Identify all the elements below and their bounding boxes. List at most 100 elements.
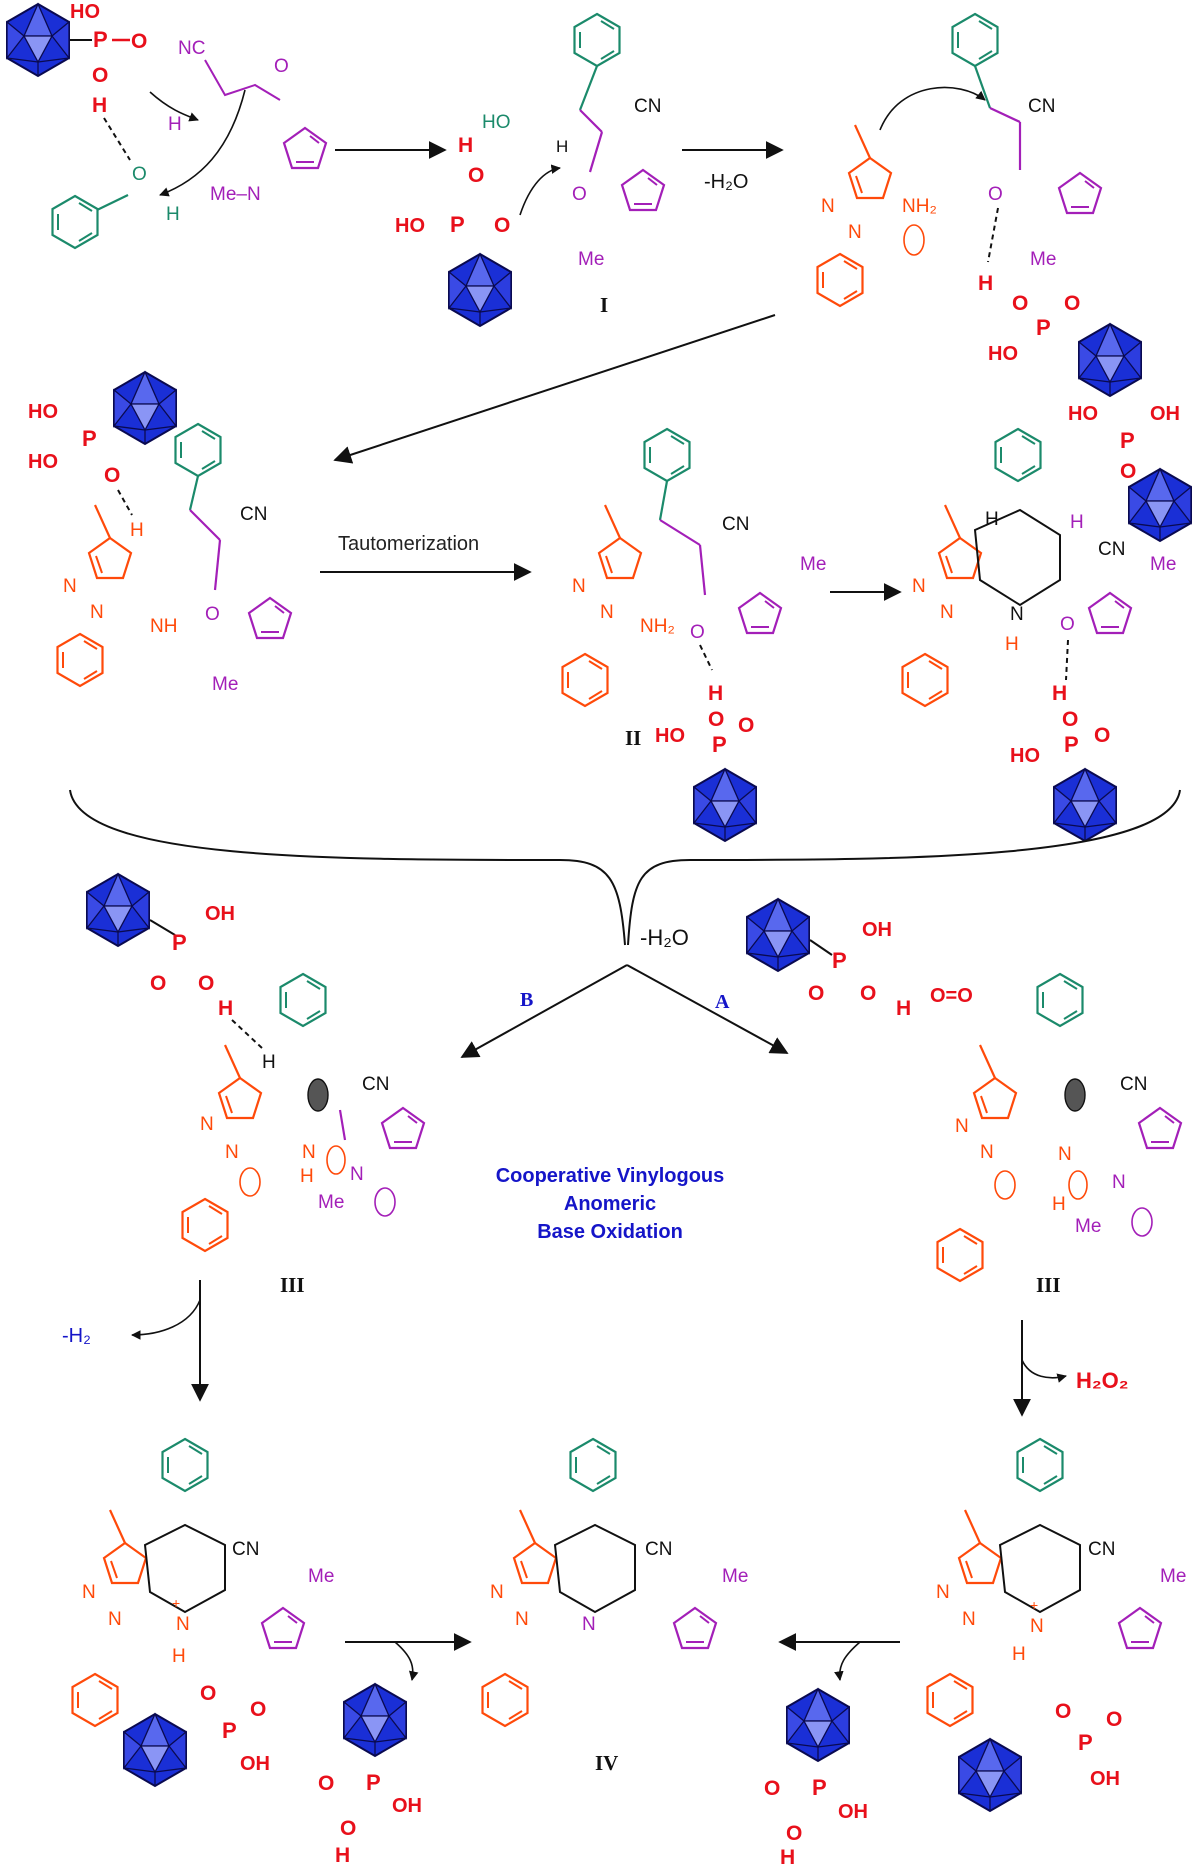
acid-h: H (1052, 682, 1067, 705)
ring-nh-h: H (1052, 1194, 1066, 1215)
acid-o-double: O (494, 214, 510, 237)
cyclized-me: Me (1150, 554, 1176, 575)
phenyl-ring (994, 427, 1042, 483)
n-phenyl-ring (56, 632, 104, 688)
n-phenyl-ring (181, 1197, 229, 1253)
acid-oh: OH (1090, 1768, 1120, 1790)
acid-h: H (218, 997, 233, 1020)
pyridinium-left-cn: CN (232, 1539, 259, 1560)
step1-catalyst-activation: HO P O O H NC H O Me–N O H (6, 1, 328, 250)
acid-o-double: O (808, 982, 824, 1005)
acid-o-double: O (131, 30, 147, 53)
acid-p: P (366, 1770, 381, 1795)
acid-p: P (1120, 428, 1135, 453)
pyrazole-n1: N (572, 576, 586, 597)
released-catalyst-right: P O OH O H (764, 1688, 868, 1868)
ring-nh-h: H (1012, 1644, 1026, 1665)
aldehyde-h: H (166, 204, 180, 225)
acid-p: P (1036, 315, 1051, 340)
title-line1: Cooperative Vinylogous (496, 1165, 725, 1187)
acid-o-double: O (764, 1777, 780, 1800)
acid-ho: HO (395, 215, 425, 237)
acid-o: O (468, 164, 484, 187)
acid-ho: HO (70, 1, 100, 23)
released-catalyst-left: P O OH O H (318, 1683, 422, 1867)
pyrazole-ring (937, 536, 983, 580)
boron-cage-icon (86, 873, 150, 947)
boron-cage-icon (113, 371, 177, 445)
merge-brace-right (627, 789, 1181, 946)
alpha-h: H (168, 114, 182, 135)
pyrazole-ring (972, 1076, 1018, 1120)
acid-p: P (832, 948, 847, 973)
acid-o: O (1055, 1700, 1071, 1723)
pyrazole-n2: N (515, 1609, 529, 1630)
phenyl-ring (643, 427, 691, 483)
ketone-o: O (274, 56, 289, 77)
pyrazole-ring (217, 1076, 263, 1120)
step-h2o2: H₂O₂ (1076, 1368, 1129, 1393)
pyrrole-ring (1087, 591, 1133, 635)
iii-right-cn: CN (1120, 1074, 1147, 1095)
n-phenyl-ring (901, 652, 949, 708)
ring-n: N (1010, 604, 1024, 625)
pyrazole-ring (957, 1541, 1003, 1585)
benzaldehyde-ring (51, 194, 99, 250)
title-line3: Base Oxidation (537, 1221, 683, 1243)
intermediate-i-h: H (556, 137, 568, 156)
step-minus-h2o-1: -H₂O (704, 171, 748, 193)
acid-p: P (172, 930, 187, 955)
boron-cage-icon (1078, 323, 1142, 397)
c4-h: H (985, 509, 999, 530)
acid-ho: HO (28, 451, 58, 473)
pyrazole-n1: N (82, 1582, 96, 1603)
pyrazole-n1: N (936, 1582, 950, 1603)
step-minus-h2: -H₂ (62, 1325, 91, 1347)
boron-cage-icon (786, 1688, 850, 1762)
acid-o-double: O (150, 972, 166, 995)
acid-h: H (335, 1844, 350, 1867)
pyridinium-left-me: Me (308, 1566, 334, 1587)
pyrazole-ring (597, 536, 643, 580)
phenyl-ring (1036, 972, 1084, 1028)
c4-h: H (262, 1052, 276, 1073)
pyridinium-left: N N CN N + H Me O P O OH (71, 1437, 334, 1787)
intermediate-iii-right: P OH O O H O=O CN N N N H N Me III (746, 898, 1183, 1297)
title-line2: Anomeric (564, 1193, 656, 1215)
acid-oh: OH (838, 1801, 868, 1823)
cyclized-o: O (1060, 614, 1075, 635)
iii-left-pyrrole-n: N (350, 1164, 364, 1185)
pyrazole-ring (102, 1541, 148, 1585)
pyrrole-ring (1057, 171, 1103, 215)
pyrazole-n1: N (63, 576, 77, 597)
pyrazole-n1: N (490, 1582, 504, 1603)
acid-o: O (1062, 708, 1078, 731)
n-phenyl-ring (481, 1672, 529, 1728)
pyrazole-n2: N (940, 602, 954, 623)
n-phenyl-ring (816, 252, 864, 308)
pyrrole-ring (380, 1106, 426, 1150)
aldehyde-o: O (132, 164, 147, 185)
acid-p: P (93, 27, 108, 52)
cyclized-intermediate: N N N H H H CN O Me H O HO P O HO P OH O (901, 403, 1192, 842)
n-phenyl-ring (936, 1227, 984, 1283)
boron-cage-icon (1128, 468, 1192, 542)
acid-h: H (780, 1846, 795, 1868)
acid-o: O (104, 464, 120, 487)
boron-cage-icon (448, 253, 512, 327)
pyrrole-ring (247, 596, 293, 640)
pyridinium-right-me: Me (1160, 1566, 1186, 1587)
pyrrole-ring (737, 591, 783, 635)
michael-o: O (205, 604, 220, 625)
step-minus-h2o-2: -H₂O (640, 925, 689, 950)
intermediate-iii-left: P OH O O H H CN N N N H N Me III (86, 873, 426, 1297)
intermediate-i-o: O (572, 184, 587, 205)
label-iii-left: III (280, 1273, 305, 1297)
n-phenyl-ring (71, 1672, 119, 1728)
acid-o-double: O (1106, 1708, 1122, 1731)
boron-cage-icon (693, 768, 757, 842)
acid-o: O (200, 1682, 216, 1705)
phenyl-ring (569, 1437, 617, 1493)
pyrazole-n1: N (821, 196, 835, 217)
product-iv: N N CN N Me IV (481, 1437, 748, 1775)
